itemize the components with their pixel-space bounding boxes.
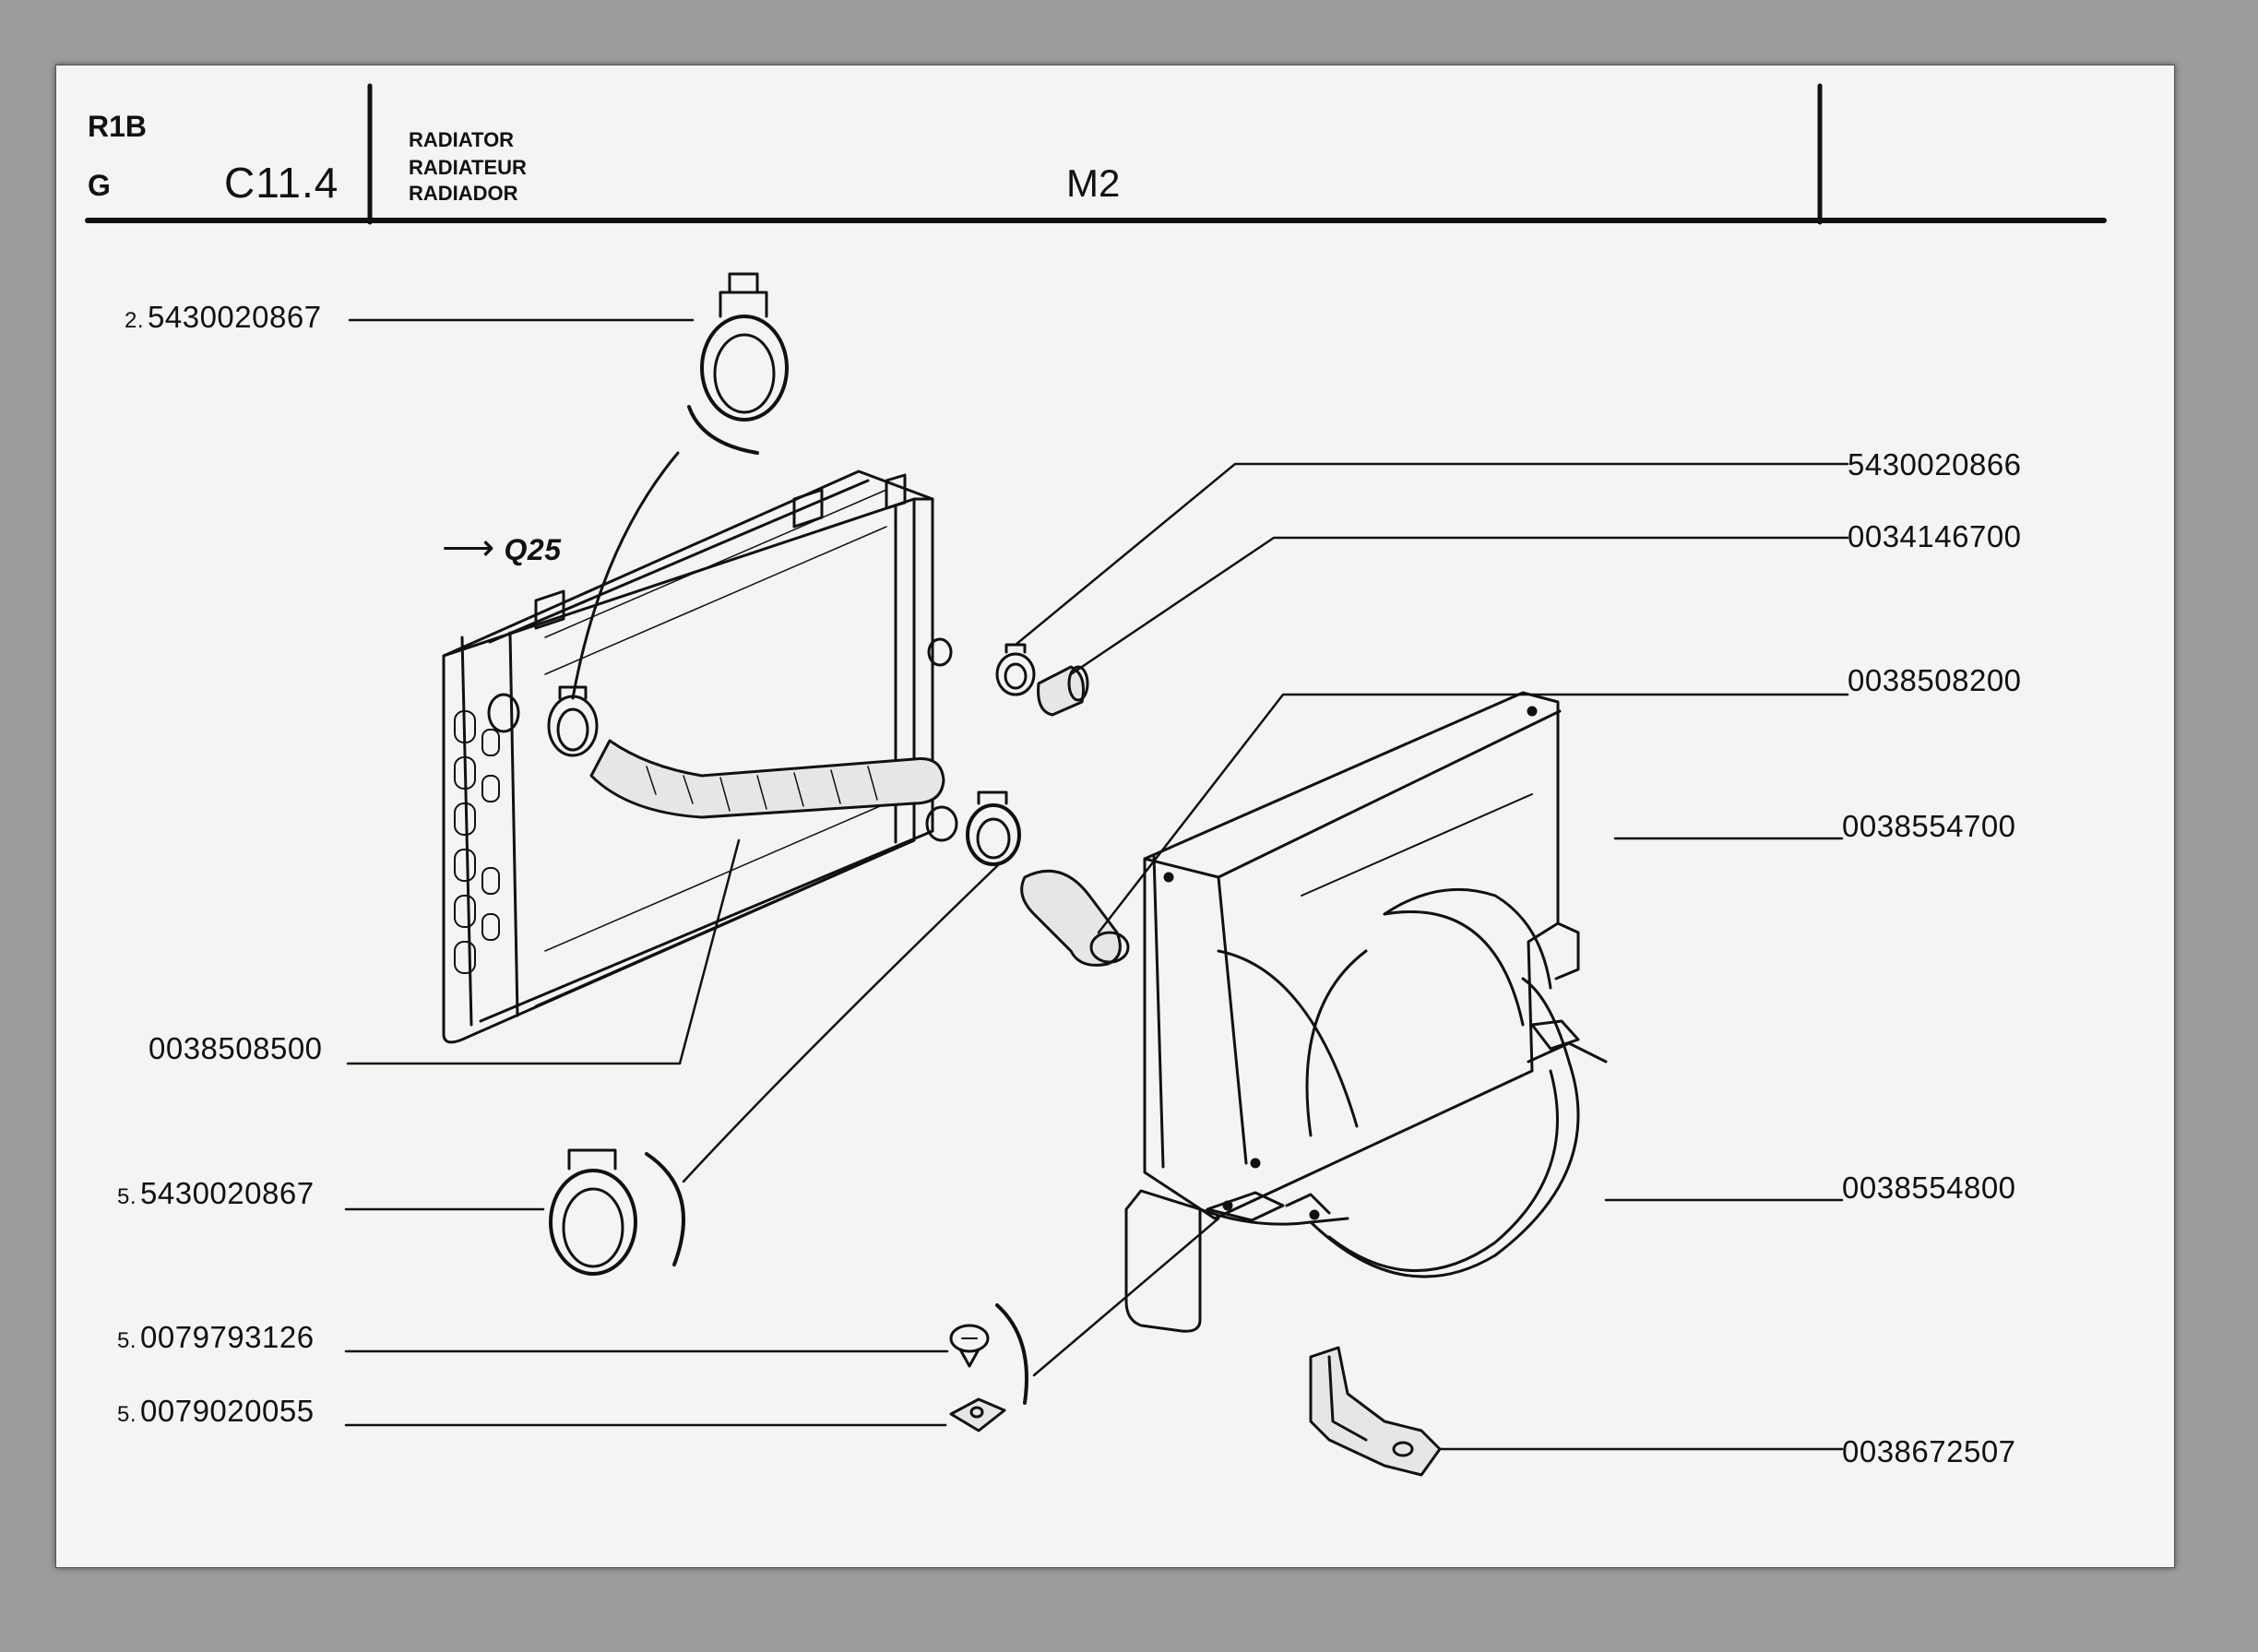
clip-nut: [949, 1397, 1006, 1432]
arrow-right-icon: ⟶: [442, 528, 495, 568]
fan-shroud-upper: [1143, 691, 1580, 1220]
leader-lines-left: [344, 318, 1001, 1427]
cross-reference: ⟶ Q25: [442, 527, 562, 569]
section-code: C11.4: [224, 159, 339, 207]
lower-hose: [1020, 869, 1130, 967]
upper-hose: [589, 739, 945, 819]
part-label-clip-nut: 5.0079020055: [117, 1394, 315, 1428]
clamp-mid: [966, 790, 1021, 866]
part-label-upper-hose: 0038508500: [149, 1031, 323, 1065]
ref-q25: Q25: [504, 533, 562, 566]
part-label-screw: 5.0079793126: [117, 1320, 315, 1354]
hose-short: [1037, 665, 1089, 717]
parts-sheet: R1B G C11.4 RADIATOR RADIATEUR RADIADOR …: [55, 65, 2175, 1568]
part-label-clamp-bottom: 5.5430020867: [117, 1176, 315, 1210]
group-code: G: [88, 169, 111, 202]
title-fr: RADIATEUR: [409, 156, 527, 179]
clamp-small-right: [995, 643, 1036, 696]
title-es: RADIADOR: [409, 182, 518, 205]
part-label-clamp-top: 2.5430020867: [125, 300, 322, 334]
leader-lines-right: [1014, 462, 1849, 1451]
exploded-diagram: [85, 83, 2107, 1477]
m-code: M2: [1066, 161, 1121, 205]
part-label-bracket: 0038672507: [1842, 1434, 2016, 1468]
part-label-lower-hose: 0038508200: [1848, 663, 2022, 697]
bracket: [1309, 1346, 1442, 1477]
clamp-top: [687, 272, 789, 455]
header-rules: [85, 83, 2107, 225]
leader-line: [571, 451, 680, 700]
part-label-hose-short: 0034146700: [1848, 519, 2022, 553]
part-label-clamp-small: 5430020866: [1848, 447, 2022, 481]
clamp-bottom: [549, 1148, 685, 1276]
radiator: [442, 469, 958, 1044]
leader-bracket: [995, 1303, 1028, 1405]
part-label-shroud-lower: 0038554800: [1842, 1171, 2016, 1205]
screw: [949, 1324, 990, 1368]
part-label-shroud-upper: 0038554700: [1842, 809, 2016, 843]
fan-shroud-lower: [1124, 977, 1608, 1333]
title-en: RADIATOR: [409, 128, 515, 151]
model-code: R1B: [88, 110, 148, 143]
